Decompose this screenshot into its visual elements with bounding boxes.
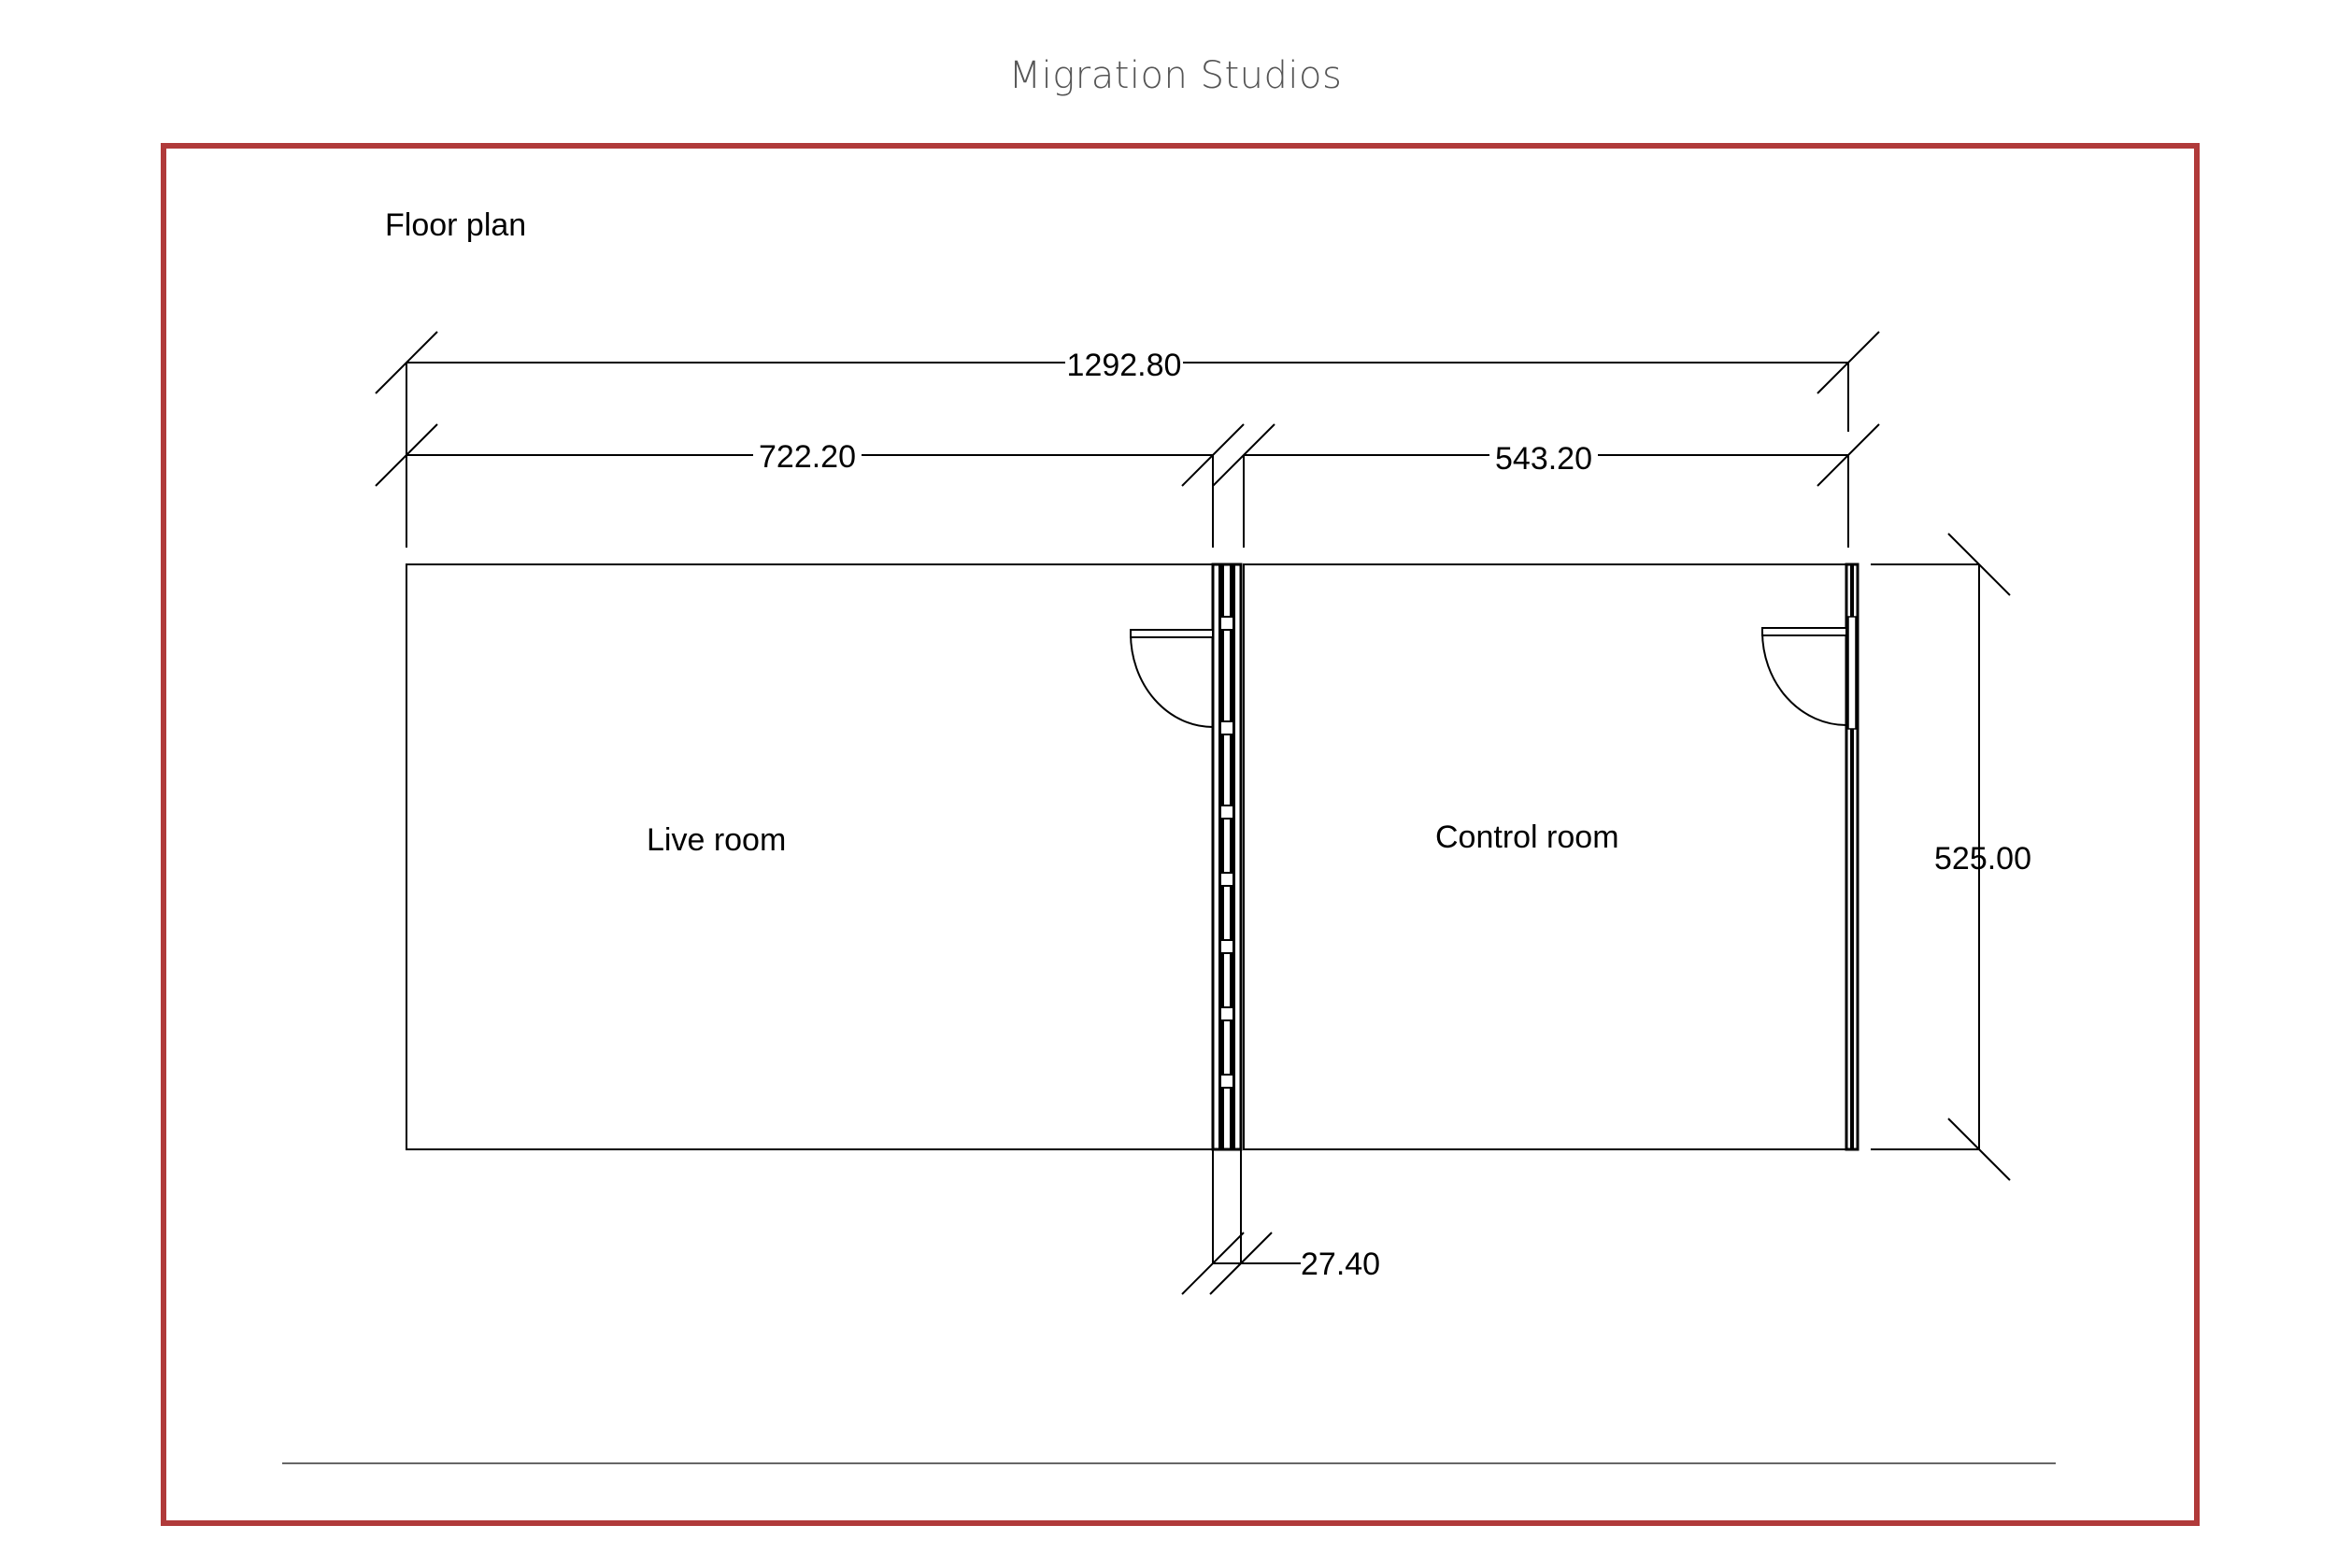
door-control-room: [1761, 627, 1847, 726]
dimension-wall-thickness: [1181, 1149, 1301, 1295]
dimension-height: [1871, 533, 2011, 1181]
room-label-live: Live room: [647, 822, 786, 858]
live-room-outline: [406, 563, 1216, 1150]
room-label-control: Control room: [1435, 820, 1619, 855]
control-room-outline: [1243, 563, 1849, 1150]
exterior-wall-right: [1845, 563, 1859, 1151]
dimension-label-wall-thickness: 27.40: [1301, 1247, 1380, 1282]
dimension-label-live-width: 722.20: [759, 439, 856, 475]
app-title: Migration Studios: [1008, 54, 1343, 97]
dimension-label-overall-width: 1292.80: [1067, 348, 1182, 383]
dimension-label-height: 525.00: [1934, 841, 2031, 877]
door-live-room: [1130, 629, 1214, 728]
drawing-heading: Floor plan: [385, 207, 526, 243]
drawing-frame: [161, 143, 2200, 1526]
room-outlines: [406, 563, 1849, 1150]
dimension-label-control-width: 543.20: [1495, 441, 1592, 477]
partition-wall: [1211, 563, 1243, 1151]
